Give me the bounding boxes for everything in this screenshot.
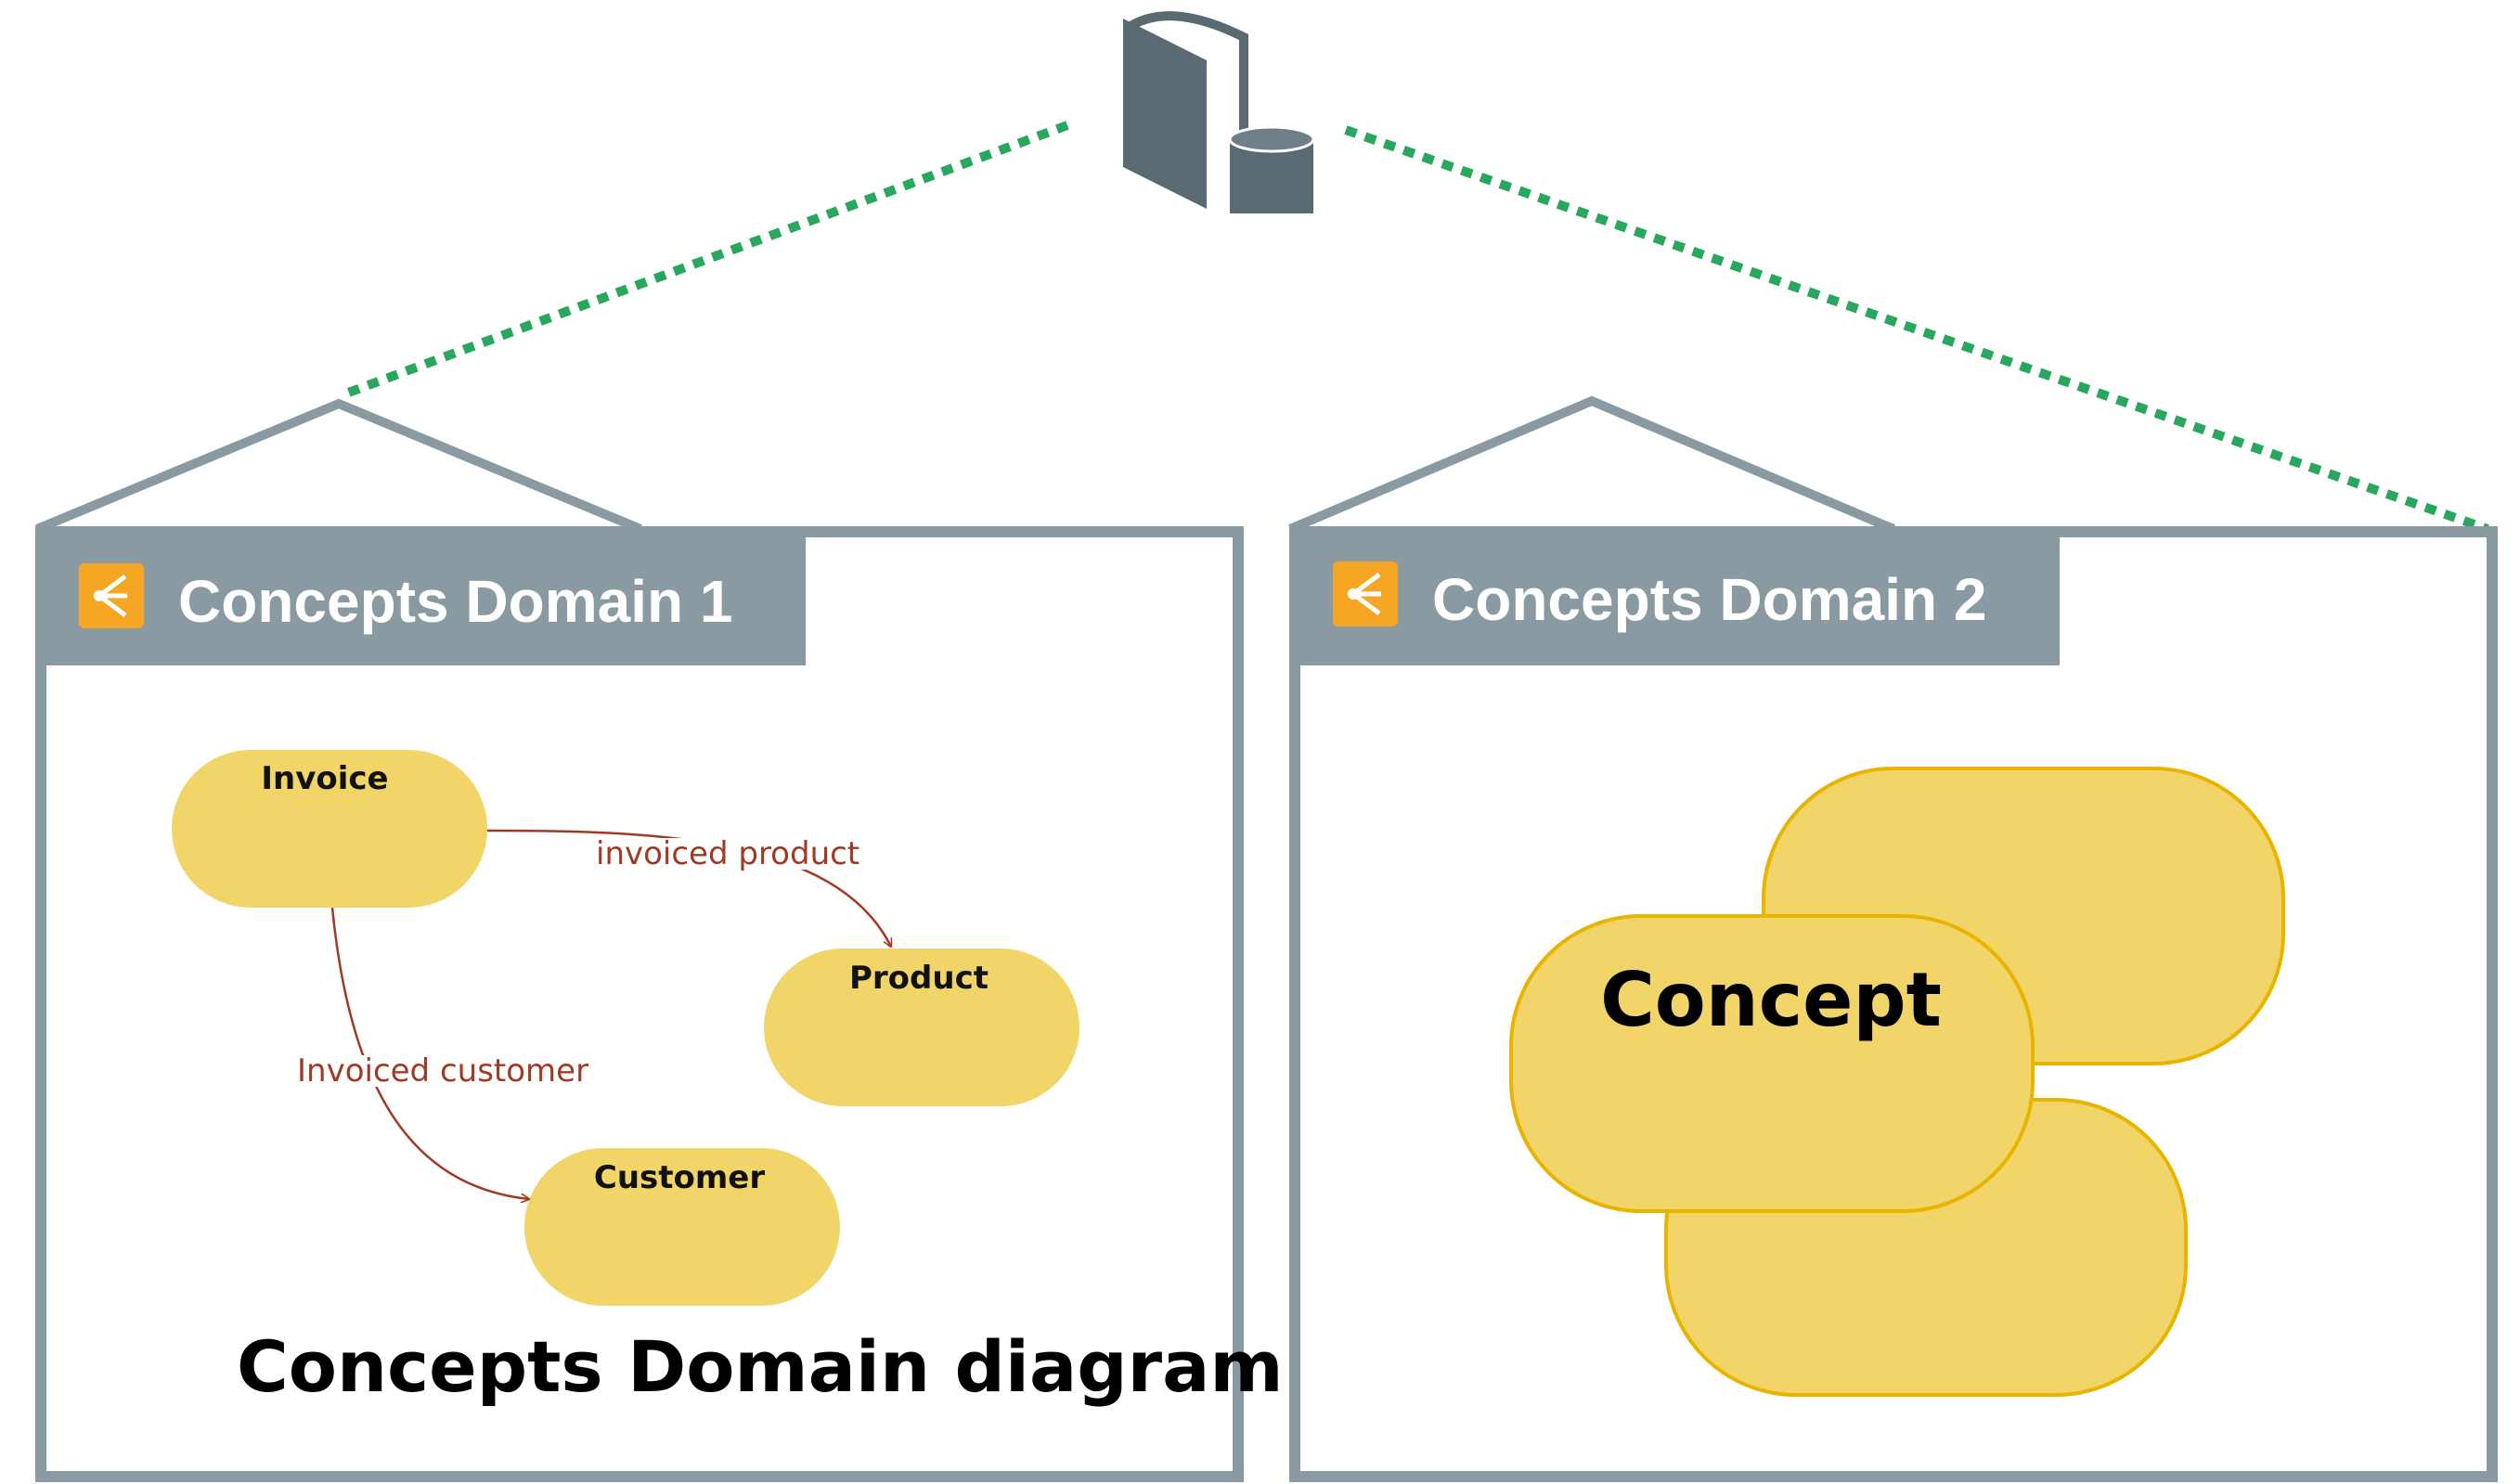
panel-title-2: Concepts Domain 2 <box>1432 566 1987 633</box>
concept-label: Concept <box>1600 957 1942 1043</box>
diagram-caption: Concepts Domain diagram <box>237 1325 1284 1408</box>
concepts-domain-1-panel <box>35 398 1244 1482</box>
dotted-link-left <box>342 121 1069 399</box>
panel-title-1: Concepts Domain 1 <box>178 568 733 635</box>
dotted-link-right <box>1344 125 2489 534</box>
node-label-product: Product <box>849 960 989 997</box>
panel-header-1 <box>35 526 806 665</box>
concepts-domain-icon <box>1333 561 1398 626</box>
concepts-domain-icon <box>79 563 144 628</box>
edge-label-invoiced-customer: Invoiced customer <box>295 1052 591 1090</box>
node-label-customer: Customer <box>593 1159 766 1196</box>
edge-invoiced-customer <box>330 907 529 1199</box>
panel-header-2 <box>1289 526 2060 665</box>
node-customer <box>524 1148 840 1306</box>
node-product <box>764 948 1079 1106</box>
node-invoice <box>172 750 487 908</box>
node-label-invoice: Invoice <box>261 760 389 797</box>
concept-shape-front <box>1509 914 2035 1213</box>
edge-label-invoiced-product: invoiced product <box>594 835 862 872</box>
repository-database-icon <box>1123 11 1315 213</box>
